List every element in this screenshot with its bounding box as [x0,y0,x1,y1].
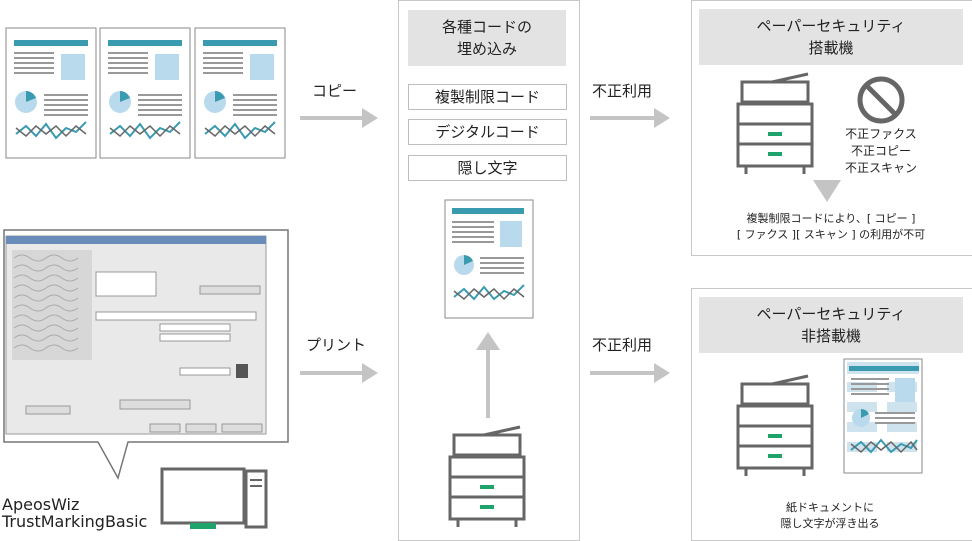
equipped-header: ペーパーセキュリティ 搭載機 [699,9,963,65]
blocked-items: 不正ファクス 不正コピー 不正スキャン [836,126,926,177]
not-equipped-header: ペーパーセキュリティ 非搭載機 [699,297,963,353]
code-embedding-header: 各種コードの 埋め込み [408,10,566,66]
equipped-header-line2: 搭載機 [808,39,854,57]
hidden-text-document-icon [843,358,923,474]
blocked-fax: 不正ファクス [845,127,917,141]
print-label: プリント [306,336,367,354]
blocked-scan: 不正スキャン [844,161,917,175]
misuse-arrow-top [590,108,670,128]
copy-restriction-code-box: 複製制限コード [408,84,567,110]
not-equipped-printer-icon [736,374,814,476]
blocked-copy: 不正コピー [850,144,911,158]
misuse-arrow-bottom [590,363,670,383]
software-dialog-illustration [3,229,289,480]
up-arrow [476,332,500,418]
software-name: ApeosWiz TrustMarkingBasic [2,496,147,530]
not-equipped-header-line1: ペーパーセキュリティ [756,305,906,323]
misuse-label-top: 不正利用 [592,82,653,100]
not-equipped-note-line1: 紙ドキュメントに [786,501,874,514]
equipped-note-line2: [ ファクス ][ スキャン ] の利用が不可 [736,228,926,241]
down-triangle-icon [813,180,841,202]
code-embedding-header-line1: 各種コードの [441,18,532,36]
copy-arrow [300,108,378,128]
equipped-note-line1: 複製制限コードにより、[ コピー ] [746,212,916,225]
computer-icon [160,467,268,529]
hidden-text-box: 隠し文字 [408,155,567,181]
misuse-label-bottom: 不正利用 [592,336,653,354]
equipped-header-line1: ペーパーセキュリティ [756,17,906,35]
multifunction-printer-icon [448,425,526,527]
equipped-printer-icon [736,72,814,174]
prohibited-icon [857,76,905,124]
code-embedding-header-line2: 埋め込み [456,40,517,58]
copy-label: コピー [312,82,358,100]
not-equipped-note-line2: 隠し文字が浮き出る [780,517,880,530]
digital-code-box: デジタルコード [408,119,567,145]
embedded-document-icon [444,199,534,319]
equipped-note: 複製制限コードにより、[ コピー ] [ ファクス ][ スキャン ] の利用が… [700,211,962,243]
software-name-line2: TrustMarkingBasic [2,512,148,531]
software-name-line1: ApeosWiz [2,495,80,514]
not-equipped-header-line2: 非搭載機 [800,327,861,345]
document-thumbnails [5,27,286,159]
not-equipped-note: 紙ドキュメントに 隠し文字が浮き出る [760,500,900,532]
print-arrow [300,363,378,383]
